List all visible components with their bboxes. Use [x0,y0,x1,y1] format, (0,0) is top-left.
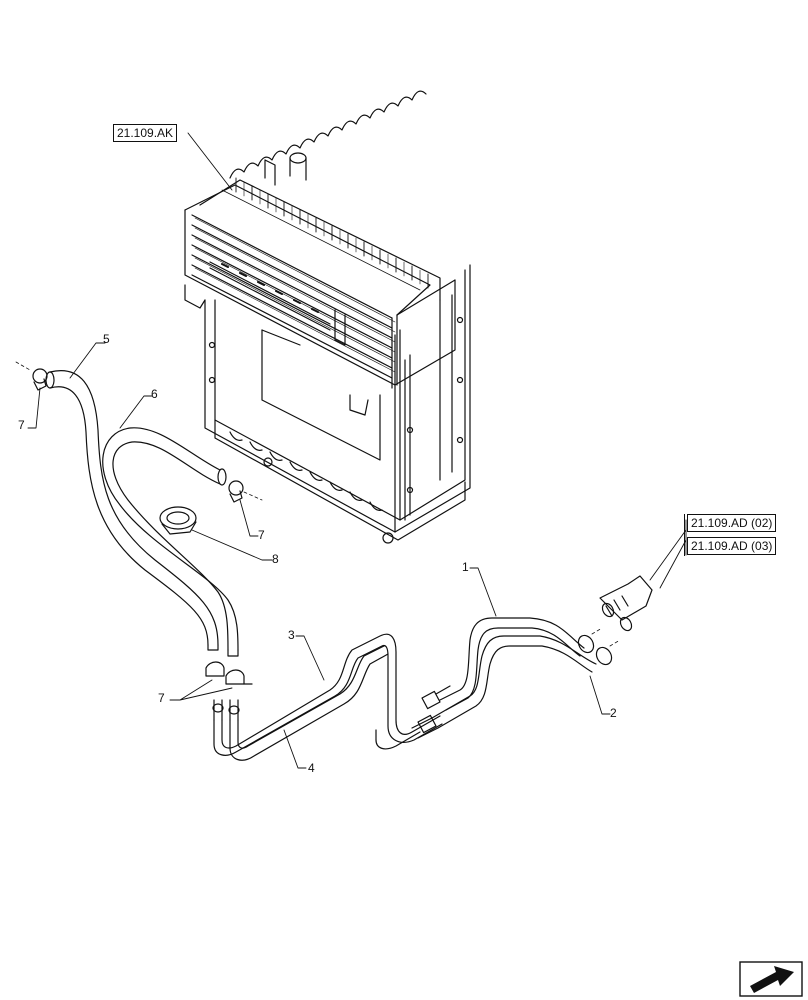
pipe-1 [421,617,585,711]
ref-box-connector-02[interactable]: 21.109.AD (02) [687,514,777,532]
hose-5 [45,370,219,651]
callout-6: 6 [151,387,158,401]
cooler-assembly [184,90,471,544]
clamp-top-left [15,361,48,391]
clamp-8 [159,506,197,535]
clamp-bottom-pair [205,661,253,685]
fittings [577,575,653,666]
callout-1: 1 [462,560,469,574]
callout-7-bottom: 7 [158,691,165,705]
callout-5: 5 [103,332,110,346]
pipe-2 [411,635,597,739]
callout-8: 8 [272,552,279,566]
hose-6 [102,427,239,657]
leader-lines [27,132,687,769]
callout-3: 3 [288,628,295,642]
pipe-3 [212,633,443,756]
ref-box-radiator[interactable]: 21.109.AK [113,124,178,142]
ref-bracket [684,514,688,556]
pipe-4 [228,645,421,761]
callout-7-left: 7 [18,418,25,432]
callout-4: 4 [308,761,315,775]
callout-2: 2 [610,706,617,720]
ref-box-connector-03[interactable]: 21.109.AD (03) [687,537,777,555]
clamp-mid [228,480,263,503]
next-page-arrow-icon [739,961,803,997]
callout-7-mid: 7 [258,528,265,542]
